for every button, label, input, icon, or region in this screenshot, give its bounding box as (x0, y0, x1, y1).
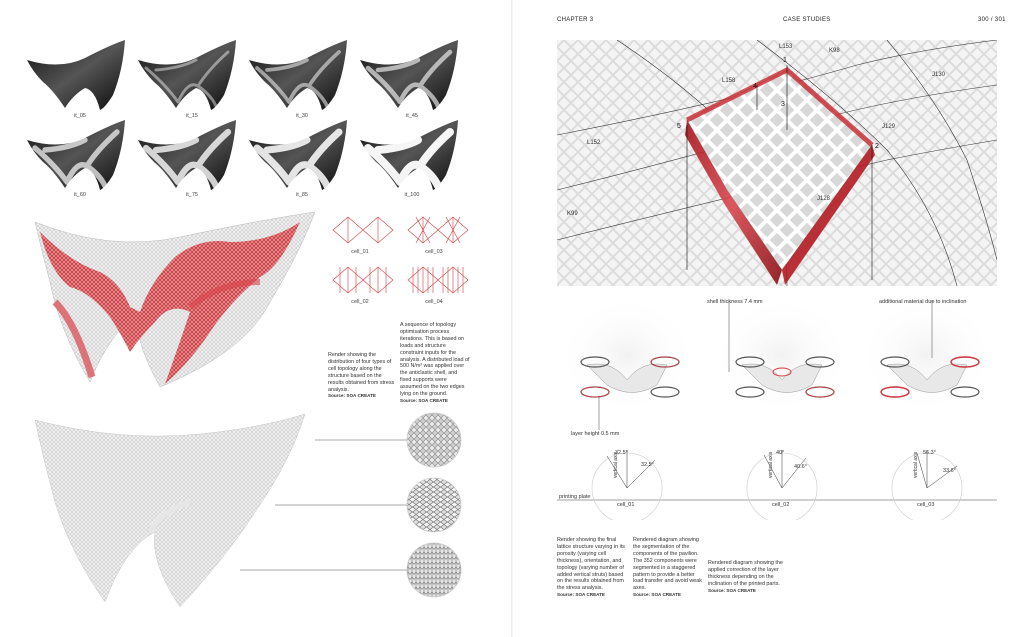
printing-plate-label: printing plate (559, 494, 591, 500)
stress-path (364, 128, 454, 190)
angle-label: 56.3° (923, 450, 936, 456)
layer-thickness-diagram: shell thickness 7.4 mm additional materi… (557, 295, 997, 520)
page-numbers: 300 / 301 (978, 17, 1006, 23)
cell-label: cell_01 (617, 502, 634, 508)
segment-label: J129 (882, 124, 896, 130)
vertical-axis-label: vertical axis (768, 451, 774, 478)
cell-types-diagram (332, 216, 468, 294)
additional-material-label: additional material due to inclination (879, 299, 966, 305)
stress-path (144, 50, 230, 108)
distribution-source: Source: SOA CREATE (328, 393, 376, 399)
segmentation-caption: Rendered diagram showing the segmentatio… (633, 537, 703, 599)
segment-label: K98 (829, 48, 840, 54)
iteration-thumbnail (249, 120, 347, 190)
iteration-label: it_100 (404, 192, 420, 198)
angle-label: 33.6° (943, 468, 956, 474)
point-label: 5 (677, 123, 681, 130)
white-lattice-render (34, 413, 306, 608)
chapter-header: CHAPTER 3 (557, 17, 594, 23)
right-page: CHAPTER 3 CASE STUDIES 300 / 301 (513, 0, 1024, 637)
topology-source: Source: SOA CREATE (400, 397, 448, 403)
segment-label: K99 (567, 211, 578, 217)
segment-label: J130 (932, 72, 946, 78)
stress-path (365, 49, 453, 109)
cell-label: cell_03 (425, 249, 443, 255)
segmentation-source: Source: SOA CREATE (633, 592, 681, 598)
angle-diagrams: vertical axis 32.5° 32.5° cell_01 vertic… (591, 450, 963, 520)
left-page: it_05 it_15 it_30 it_45 it_60 it_75 it_8… (0, 0, 511, 637)
iteration-label: it_75 (186, 192, 198, 198)
iteration-thumbnail (138, 120, 236, 190)
cell-label: cell_03 (917, 502, 934, 508)
point-label: 2 (875, 143, 879, 150)
angle-label: 40° (776, 450, 784, 456)
lattice-source: Source: SOA CREATE (557, 592, 605, 598)
cell-label: cell_02 (772, 502, 789, 508)
iteration-label: it_60 (74, 192, 86, 198)
red-lattice-render (34, 212, 316, 388)
iteration-thumbnail (249, 40, 347, 110)
segment-label: L153 (779, 44, 793, 50)
detail-callout-lines (240, 439, 410, 571)
shell-shape (138, 120, 236, 190)
angle-label: 32.5° (641, 462, 654, 468)
topology-caption: A sequence of topology optimisation proc… (400, 322, 470, 405)
iteration-thumbnail (360, 40, 458, 110)
point-label: 4 (753, 83, 757, 90)
shell-shape (249, 120, 347, 190)
iteration-thumbnail (360, 120, 458, 190)
stress-path (32, 129, 120, 189)
shell-shape (27, 40, 125, 110)
cell-label: cell_02 (351, 299, 369, 305)
stress-path (253, 128, 343, 190)
iteration-label: it_85 (296, 192, 308, 198)
iteration-label: it_45 (406, 113, 418, 119)
vertical-axis-label: vertical axis (913, 451, 919, 478)
segment-label: L152 (587, 140, 601, 146)
iteration-thumbnail (138, 40, 236, 110)
point-label: 3 (781, 101, 785, 108)
stress-path (255, 50, 341, 108)
topology-caption-text: A sequence of topology optimisation proc… (400, 322, 470, 398)
section-header: CASE STUDIES (783, 17, 831, 23)
shell-shape (360, 40, 458, 110)
shell-shape (249, 40, 347, 110)
iteration-label: it_30 (296, 113, 308, 119)
distribution-caption: Render showing the distribution of four … (328, 352, 396, 400)
page-gutter (511, 0, 513, 637)
lattice-caption-text: Render showing the final lattice structu… (557, 537, 626, 592)
lattice-caption: Render showing the final lattice structu… (557, 537, 627, 599)
angle-label: 40.6° (794, 464, 807, 470)
iteration-thumbnail (27, 120, 125, 190)
point-label: 1 (783, 57, 787, 64)
angle-label: 32.5° (615, 450, 628, 456)
segmentation-caption-text: Rendered diagram showing the segmentatio… (633, 537, 702, 592)
correction-source: Source: SOA CREATE (708, 587, 756, 593)
shell-shape (27, 120, 125, 190)
iteration-thumbnail (27, 40, 125, 110)
correction-caption-text: Rendered diagram showing the applied cor… (708, 560, 783, 587)
segment-label: L158 (722, 78, 736, 84)
segment-label: J128 (817, 196, 831, 202)
segmentation-render: 1 2 3 4 5 L153 K98 L158 J130 L152 J129 K… (557, 40, 997, 286)
cell-label: cell_01 (351, 249, 369, 255)
layer-height-label: layer height 0.5 mm (571, 431, 620, 437)
detail-circles (406, 412, 462, 598)
stress-path (142, 128, 232, 190)
iteration-label: it_15 (186, 113, 198, 119)
iteration-grid (27, 40, 458, 190)
vertical-axis-label: vertical axis (613, 451, 619, 478)
distribution-caption-text: Render showing the distribution of four … (328, 352, 395, 393)
correction-caption: Rendered diagram showing the applied cor… (708, 560, 788, 595)
shell-shape (138, 40, 236, 110)
segment-renders (557, 295, 997, 415)
cell-label: cell_04 (425, 299, 443, 305)
shell-thickness-label: shell thickness 7.4 mm (707, 299, 763, 305)
iteration-label: it_05 (74, 113, 86, 119)
